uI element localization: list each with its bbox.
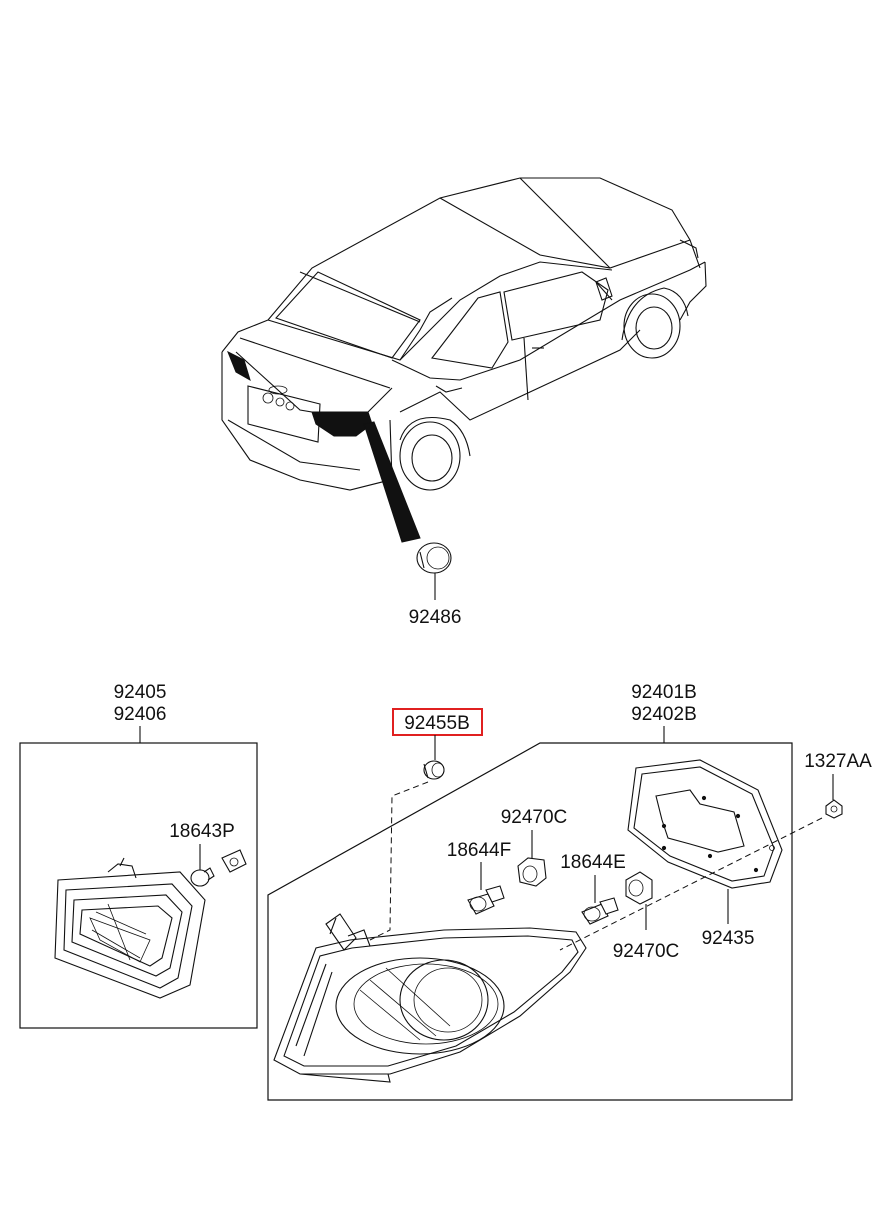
- grommet-part: [416, 542, 452, 600]
- label-18643p: 18643P: [169, 821, 235, 842]
- label-1327aa: 1327AA: [804, 751, 872, 772]
- socket-inner: [221, 849, 247, 873]
- socket-92470c-upper: [517, 857, 547, 887]
- label-92435: 92435: [702, 928, 755, 949]
- label-92470c-upper: 92470C: [501, 807, 568, 828]
- inner-lamp-drawing: [54, 857, 206, 999]
- highlight-box-92455b: [392, 708, 483, 736]
- car-illustration: [221, 177, 707, 543]
- label-92401b: 92401B: [631, 682, 697, 703]
- gasket-92435: [627, 759, 783, 889]
- label-92486: 92486: [409, 607, 462, 628]
- bulb-18643p: [190, 867, 215, 887]
- bulb-18644e: [581, 897, 619, 925]
- nut-1327aa: [825, 799, 843, 819]
- rear-lamp-drawing: [273, 913, 587, 1083]
- socket-92470c-lower: [625, 871, 653, 905]
- bulb-18644f: [467, 885, 505, 915]
- label-18644e: 18644E: [560, 852, 626, 873]
- dash-nut-to-lamp: [559, 817, 823, 951]
- label-92455b: 92455B: [404, 713, 470, 734]
- dash-92455b-to-lamp: [369, 781, 429, 941]
- label-92470c-lower: 92470C: [613, 941, 680, 962]
- inner-lamp-box: [19, 742, 258, 1029]
- label-92402b: 92402B: [631, 704, 697, 725]
- label-92405: 92405: [114, 682, 167, 703]
- seal-92455b: [423, 760, 445, 780]
- label-92406: 92406: [114, 704, 167, 725]
- label-18644f: 18644F: [447, 840, 511, 861]
- rear-lamp-box: [267, 742, 793, 1101]
